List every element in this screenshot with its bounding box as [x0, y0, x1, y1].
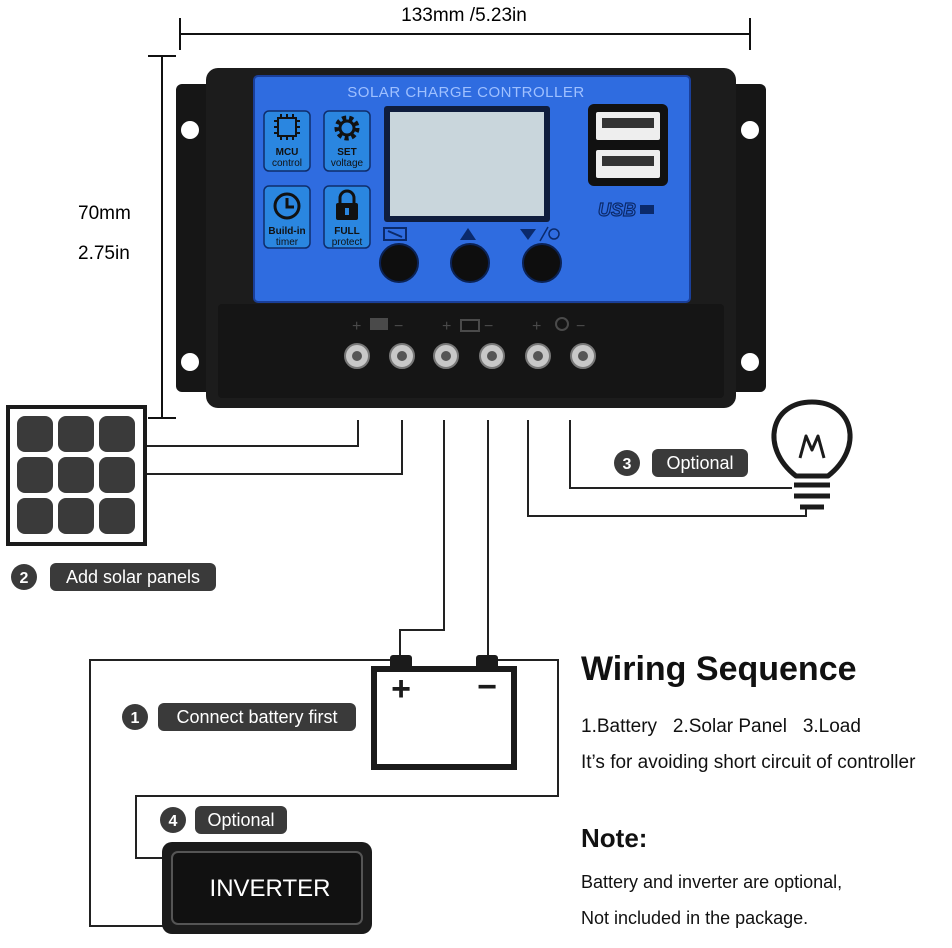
- step-battery-label: Connect battery first: [176, 707, 337, 727]
- feature-set-line1: SET: [337, 147, 356, 158]
- clock-icon: [273, 192, 301, 220]
- feature-timer-line2: timer: [276, 237, 299, 248]
- menu-button[interactable]: [379, 243, 419, 283]
- terminal-block: [218, 304, 724, 398]
- svg-text:−: −: [484, 318, 493, 335]
- width-dimension: [179, 18, 751, 50]
- step-load-number: 3: [623, 456, 632, 473]
- step-solar-number: 2: [20, 570, 29, 587]
- height-dimension-in: 2.75in: [78, 243, 130, 264]
- step-battery-number: 1: [131, 710, 140, 727]
- down-light-icon: [520, 226, 560, 242]
- usb-label: USB: [598, 200, 636, 220]
- solar-charge-controller: SOLAR CHARGE CONTROLLER MCU control SET …: [176, 68, 766, 408]
- up-button[interactable]: [450, 243, 490, 283]
- step-solar-label: Add solar panels: [66, 567, 200, 587]
- svg-text:−: −: [576, 318, 585, 335]
- svg-text:+: +: [352, 318, 361, 335]
- wiring-reason: It’s for avoiding short circuit of contr…: [581, 752, 916, 773]
- note-line-2: Not included in the package.: [581, 908, 809, 928]
- feature-full-protect: FULL protect: [323, 185, 371, 249]
- feature-timer-line1: Build-in: [268, 226, 305, 237]
- feature-set-voltage: SET voltage: [323, 110, 371, 172]
- wiring-order-solar: 2.Solar Panel: [672, 716, 787, 737]
- down-button[interactable]: [522, 243, 562, 283]
- inverter-box: [162, 842, 372, 934]
- step-badge-load: 3 Optional: [614, 449, 748, 477]
- chip-icon: [274, 114, 300, 140]
- svg-text:+: +: [442, 318, 451, 335]
- feature-full-line2: protect: [332, 237, 363, 248]
- lcd-screen: [390, 112, 544, 216]
- wiring-order-load: 3.Load: [802, 716, 861, 737]
- wiring-sequence-title: Wiring Sequence: [581, 650, 857, 688]
- menu-icon: [383, 227, 407, 241]
- lock-icon: [336, 189, 358, 220]
- feature-set-line2: voltage: [331, 158, 364, 169]
- usb-battery-icon: [640, 205, 654, 214]
- svg-text:+: +: [532, 318, 541, 335]
- step-badge-inverter: 4 Optional: [160, 806, 287, 834]
- step-badge-solar: 2 Add solar panels: [11, 563, 216, 591]
- svg-text:−: −: [394, 318, 403, 335]
- step-inverter-number: 4: [169, 813, 178, 830]
- light-bulb-icon: [771, 399, 853, 510]
- note-title: Note:: [581, 823, 648, 853]
- inverter-label: INVERTER: [210, 875, 331, 902]
- height-dimension-mm: 70mm: [78, 203, 131, 224]
- solar-panel: [6, 405, 147, 546]
- controller-title: SOLAR CHARGE CONTROLLER: [347, 84, 584, 101]
- feature-mcu-line2: control: [272, 158, 302, 169]
- terminal-symbols: + − + − + −: [352, 317, 585, 335]
- wiring-order: 1.Battery 2.Solar Panel 3.Load: [581, 716, 861, 738]
- battery-icon: [371, 655, 517, 770]
- wiring-order-battery: 1.Battery: [581, 716, 658, 737]
- feature-full-line1: FULL: [334, 226, 360, 237]
- note-line-1: Battery and inverter are optional,: [581, 872, 843, 892]
- battery-plus: +: [391, 670, 411, 708]
- feature-timer: Build-in timer: [263, 185, 311, 249]
- width-dimension-label: 133mm /5.23in: [401, 5, 527, 26]
- step-badge-battery: 1 Connect battery first: [122, 703, 356, 731]
- height-dimension: [148, 55, 176, 419]
- wires: [89, 420, 807, 927]
- gear-icon: [334, 115, 360, 141]
- usb-ports: [588, 104, 668, 186]
- feature-mcu: MCU control: [263, 110, 311, 172]
- battery-minus: −: [477, 668, 497, 706]
- up-arrow-icon: [460, 228, 476, 240]
- step-inverter-label: Optional: [207, 810, 274, 830]
- step-load-label: Optional: [666, 453, 733, 473]
- terminal-screws: [344, 343, 596, 369]
- feature-mcu-line1: MCU: [276, 147, 299, 158]
